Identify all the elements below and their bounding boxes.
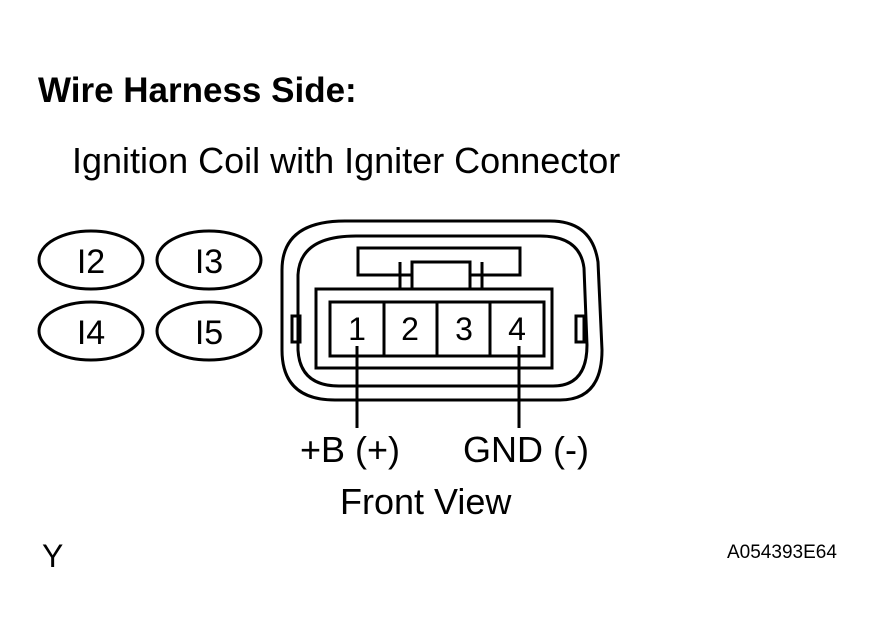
connector-code-label: I3 <box>195 243 223 281</box>
front-view-label: Front View <box>340 481 512 522</box>
connector-code-i4: I4 <box>37 300 145 362</box>
pin-3-label: 3 <box>455 311 473 347</box>
connector-code-label: I4 <box>77 314 105 352</box>
terminal-b-plus-label: +B (+) <box>300 429 401 470</box>
connector-code-i3: I3 <box>155 229 263 291</box>
pin-1-label: 1 <box>348 311 366 347</box>
terminal-gnd-label: GND (-) <box>463 429 589 470</box>
diagram-heading: Wire Harness Side: <box>38 71 357 110</box>
pin-4-label: 4 <box>508 311 526 347</box>
connector-code-label: I2 <box>77 243 105 281</box>
figure-id: A054393E64 <box>727 542 837 563</box>
corner-letter: Y <box>42 538 64 574</box>
connector-code-i2: I2 <box>37 229 145 291</box>
pin-2-label: 2 <box>401 311 419 347</box>
connector-housing <box>280 219 604 402</box>
connector-code-label: I5 <box>195 314 223 352</box>
pin-separators <box>382 302 492 356</box>
connector-code-i5: I5 <box>155 300 263 362</box>
connector-title: Ignition Coil with Igniter Connector <box>72 140 621 181</box>
